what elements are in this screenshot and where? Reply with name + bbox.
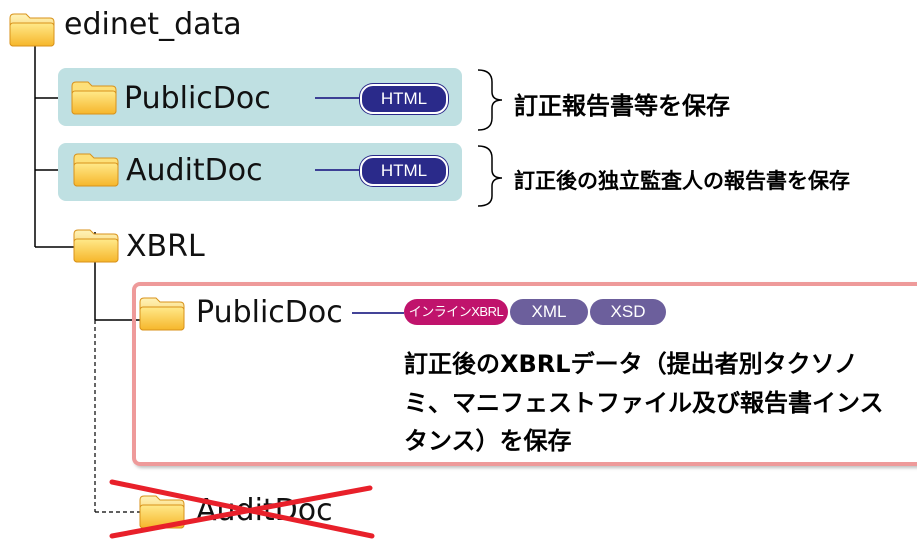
- xbrl-folder-label: XBRL: [126, 229, 205, 264]
- xsd-badge: XSD: [590, 299, 666, 325]
- xbrl-publicdoc-folder-label: PublicDoc: [196, 295, 343, 330]
- folder-icon: [73, 153, 119, 187]
- folder-icon: [9, 13, 55, 47]
- xbrl-note-line1: 訂正後のXBRLデータ（提出者別タクソノ: [404, 350, 858, 378]
- xbrl-note-line2: ミ、マニフェストファイル及び報告書インス: [404, 389, 884, 417]
- root-folder-label: edinet_data: [64, 7, 242, 42]
- dashed-connector: [94, 320, 140, 513]
- html-badge: HTML: [360, 84, 448, 114]
- bracket-auditdoc: [477, 145, 503, 207]
- folder-icon: [71, 81, 117, 115]
- folder-icon: [139, 297, 185, 331]
- folder-icon: [73, 229, 119, 263]
- xbrl-publicdoc-box: [132, 282, 917, 466]
- inline-xbrl-badge: インラインXBRL: [404, 299, 508, 325]
- xbrl-note-line3: タンス）を保存: [404, 427, 572, 455]
- publicdoc-folder-label: PublicDoc: [124, 81, 271, 116]
- publicdoc-note: 訂正報告書等を保存: [514, 92, 730, 120]
- xml-badge: XML: [510, 299, 588, 325]
- auditdoc-folder-label: AuditDoc: [126, 153, 263, 188]
- html-badge: HTML: [360, 156, 448, 186]
- bracket-publicdoc: [477, 69, 503, 131]
- auditdoc-note: 訂正後の独立監査人の報告書を保存: [514, 169, 850, 193]
